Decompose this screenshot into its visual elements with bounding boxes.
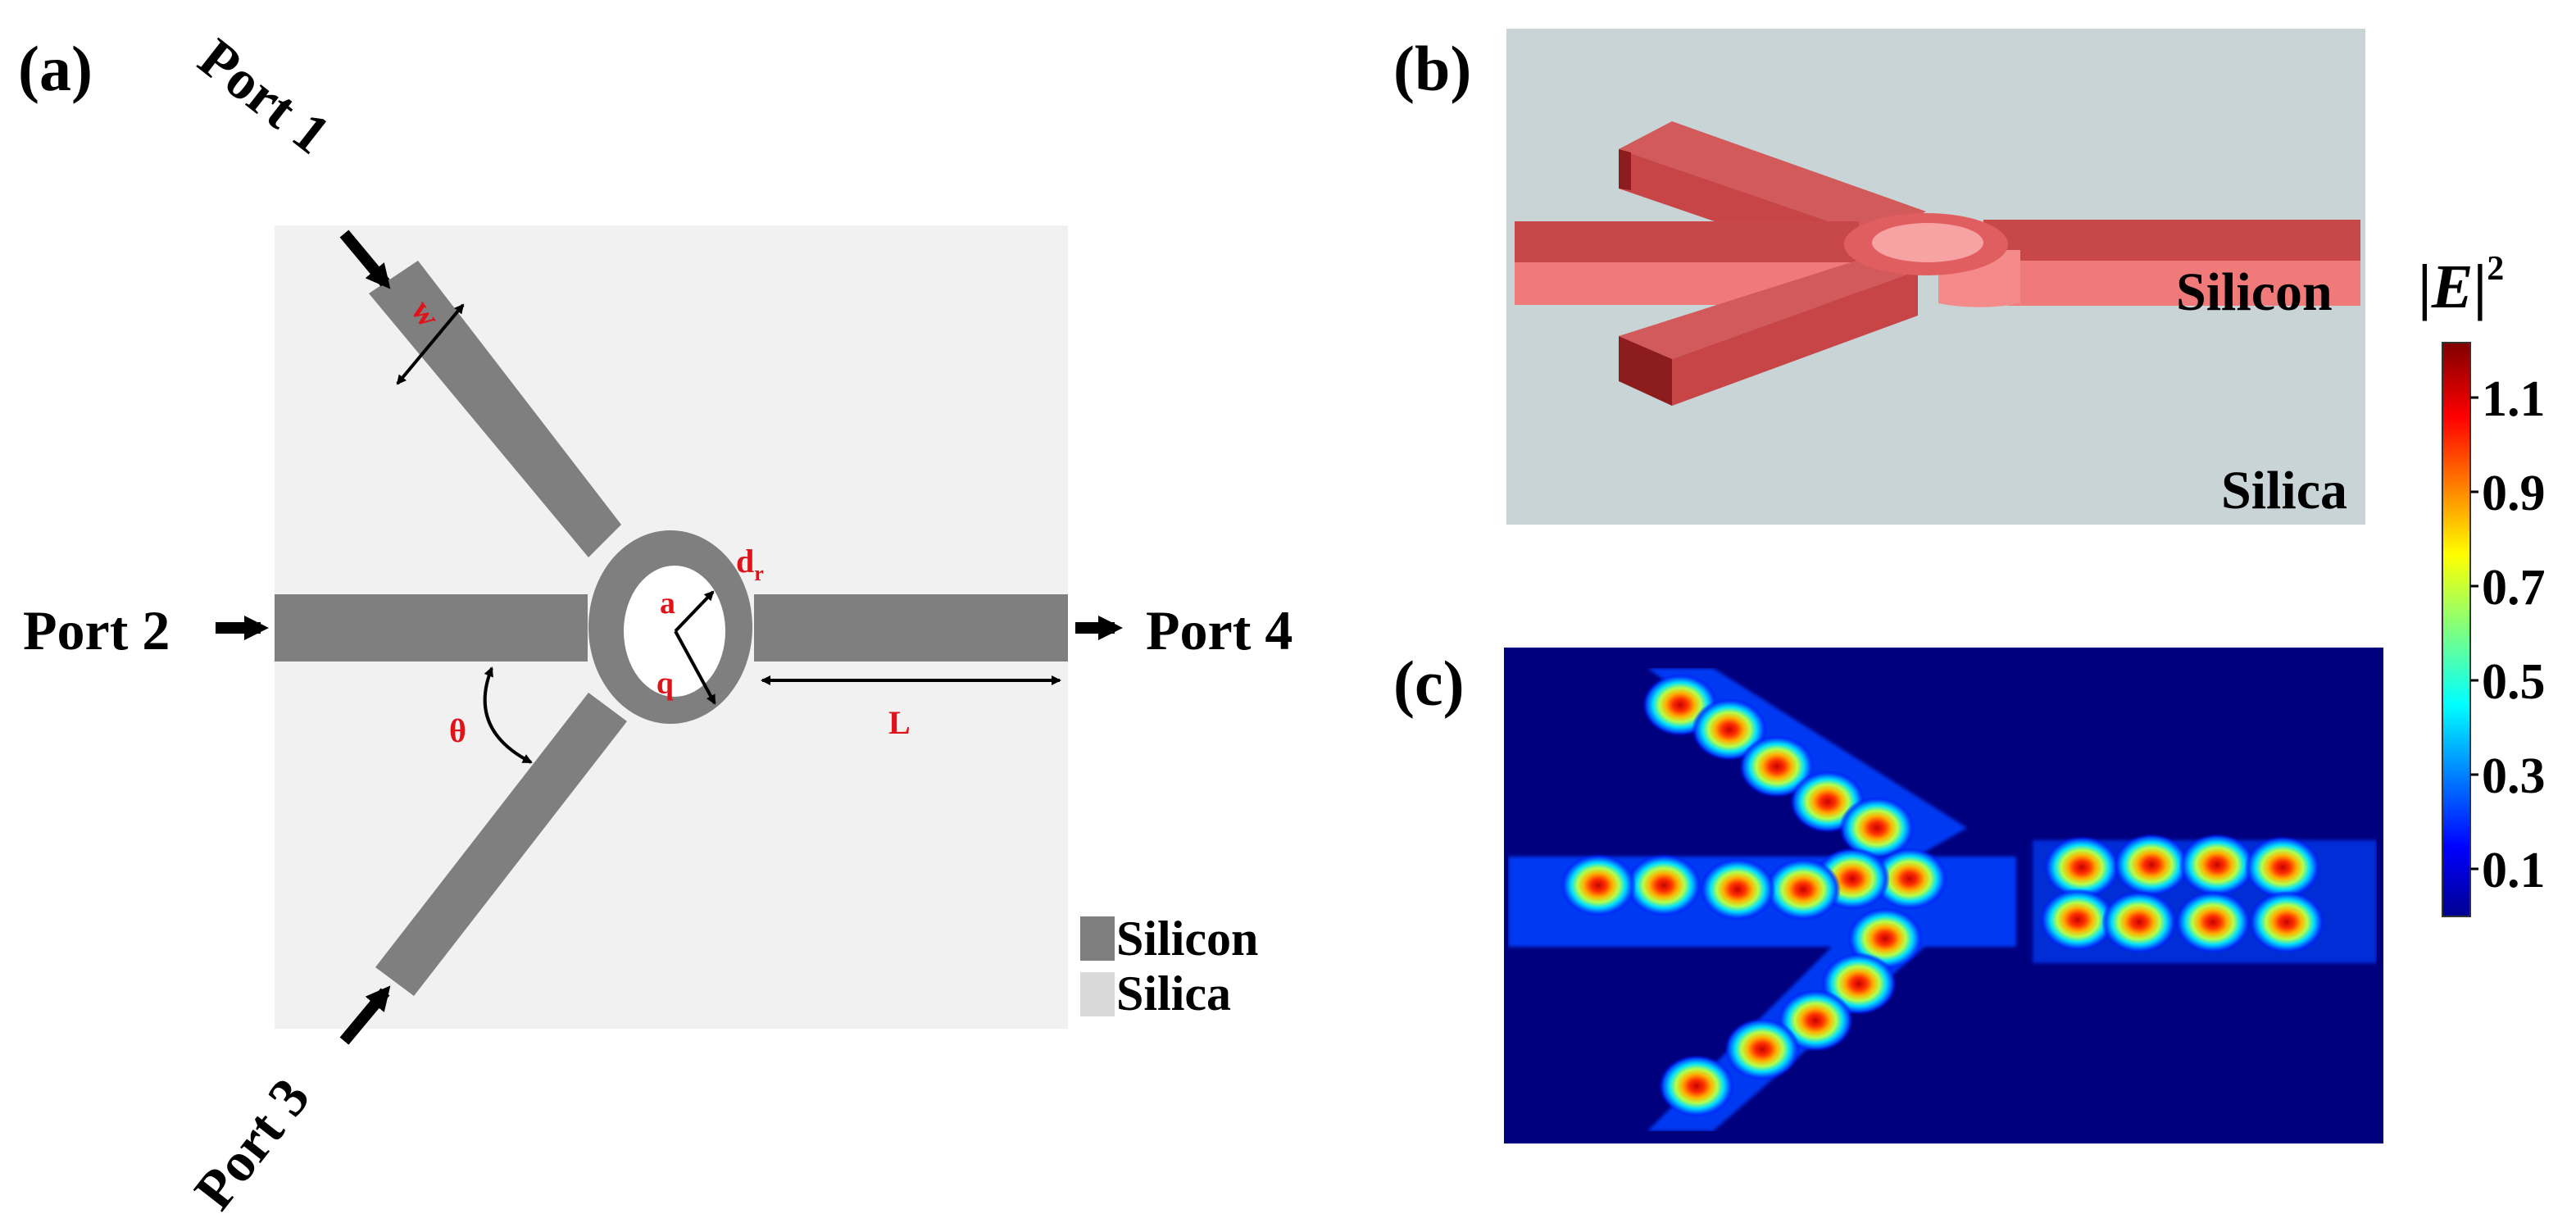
colorbar-bar-left: | bbox=[2418, 252, 2432, 321]
port2-label: Port 2 bbox=[23, 599, 170, 662]
colorbar-gradient bbox=[2442, 342, 2471, 917]
b-label: b bbox=[656, 671, 674, 706]
panel-b-silica-label: Silica bbox=[2221, 461, 2347, 521]
l-label: L bbox=[888, 704, 911, 741]
port3-label: Port 3 bbox=[182, 1066, 321, 1221]
a-radius-arrow bbox=[674, 590, 715, 633]
field-hotspot bbox=[1700, 858, 1775, 921]
panel-c: (c) bbox=[1393, 648, 2383, 1143]
upper-branch-top bbox=[1619, 121, 1926, 238]
w-dimension-arrow bbox=[396, 303, 465, 385]
lower-branch-top bbox=[1619, 254, 1918, 359]
port1-label: Port 1 bbox=[188, 26, 342, 166]
panel-a: (a) w a b dr θ L Port 1 Port 2 Port 3 bbox=[18, 26, 1293, 1221]
left-guide-top bbox=[1515, 221, 1859, 262]
legend-silicon-label: Silicon bbox=[1116, 912, 1258, 966]
port1-arrow bbox=[339, 230, 391, 289]
colorbar-bar-right: | bbox=[2473, 252, 2487, 321]
field-hotspot bbox=[2040, 889, 2115, 951]
colorbar-title-exponent: 2 bbox=[2487, 250, 2504, 288]
ring-inner-hole bbox=[624, 566, 725, 697]
panel-c-label: (c) bbox=[1393, 648, 1465, 719]
a-label: a bbox=[660, 586, 675, 621]
panel-a-label: (a) bbox=[18, 33, 93, 104]
field-hotspot bbox=[1765, 858, 1841, 921]
b-radius-arrow bbox=[674, 630, 716, 705]
field-hotspot bbox=[1561, 854, 1636, 916]
colorbar-tick-label: 0.7 bbox=[2482, 560, 2546, 616]
right-guide-top bbox=[1983, 220, 2360, 261]
lower-branch-end bbox=[1619, 336, 1672, 406]
colorbar-ticks: 1.1 0.9 0.7 0.5 0.3 0.1 bbox=[2470, 371, 2546, 898]
panel-b: (b) Silicon Silica bbox=[1393, 29, 2365, 525]
theta-arc-arrow bbox=[483, 666, 533, 764]
field-hotspot bbox=[1839, 797, 1915, 859]
right-guide-front bbox=[2008, 261, 2360, 306]
field-hotspot bbox=[1778, 989, 1853, 1052]
field-hotspot bbox=[1659, 1055, 1734, 1117]
panel-b-label: (b) bbox=[1393, 33, 1471, 104]
port4-label: Port 4 bbox=[1146, 599, 1293, 662]
dr-label: dr bbox=[736, 543, 764, 585]
colorbar-tick-label: 0.5 bbox=[2482, 654, 2546, 710]
field-hotspot bbox=[2044, 836, 2119, 898]
upper-branch-end bbox=[1619, 149, 1631, 190]
waveguide-port3 bbox=[375, 693, 627, 996]
field-hotspot bbox=[2249, 891, 2324, 953]
waveguide-port2 bbox=[275, 594, 588, 662]
field-hotspot bbox=[1724, 1018, 1800, 1080]
field-hotspot bbox=[2175, 891, 2251, 953]
ring-hole bbox=[1872, 223, 1983, 262]
colorbar-tick-label: 1.1 bbox=[2482, 371, 2546, 427]
waveguide-port4 bbox=[754, 594, 1068, 662]
field-spots bbox=[1561, 674, 2324, 1117]
legend-silicon-swatch bbox=[1080, 916, 1115, 961]
lower-branch-front bbox=[1672, 271, 1918, 406]
field-hotspot bbox=[2101, 891, 2177, 953]
colorbar-title-e: E bbox=[2431, 252, 2474, 321]
panel-b-silicon-label: Silicon bbox=[2176, 262, 2333, 322]
field-hotspot bbox=[1739, 735, 1815, 798]
colorbar-title: |E|2 bbox=[2418, 250, 2504, 321]
port3-arrow bbox=[339, 985, 391, 1045]
theta-label: θ bbox=[449, 712, 466, 749]
colorbar: |E|2 1.10.90.70.50.30.1 bbox=[2418, 250, 2546, 917]
colorbar-tick-label: 0.1 bbox=[2482, 843, 2546, 898]
legend-silica-swatch bbox=[1080, 972, 1115, 1016]
colorbar-tick-label: 0.3 bbox=[2482, 748, 2546, 804]
colorbar-tick-label: 0.9 bbox=[2482, 466, 2546, 521]
field-hotspot bbox=[1626, 854, 1701, 916]
field-hotspot bbox=[1872, 848, 1947, 910]
field-hotspot bbox=[2114, 834, 2189, 896]
field-hotspot bbox=[2245, 836, 2320, 898]
field-hotspot bbox=[1692, 698, 1767, 761]
field-hotspot bbox=[2179, 834, 2255, 896]
legend-silica-label: Silica bbox=[1116, 966, 1231, 1021]
